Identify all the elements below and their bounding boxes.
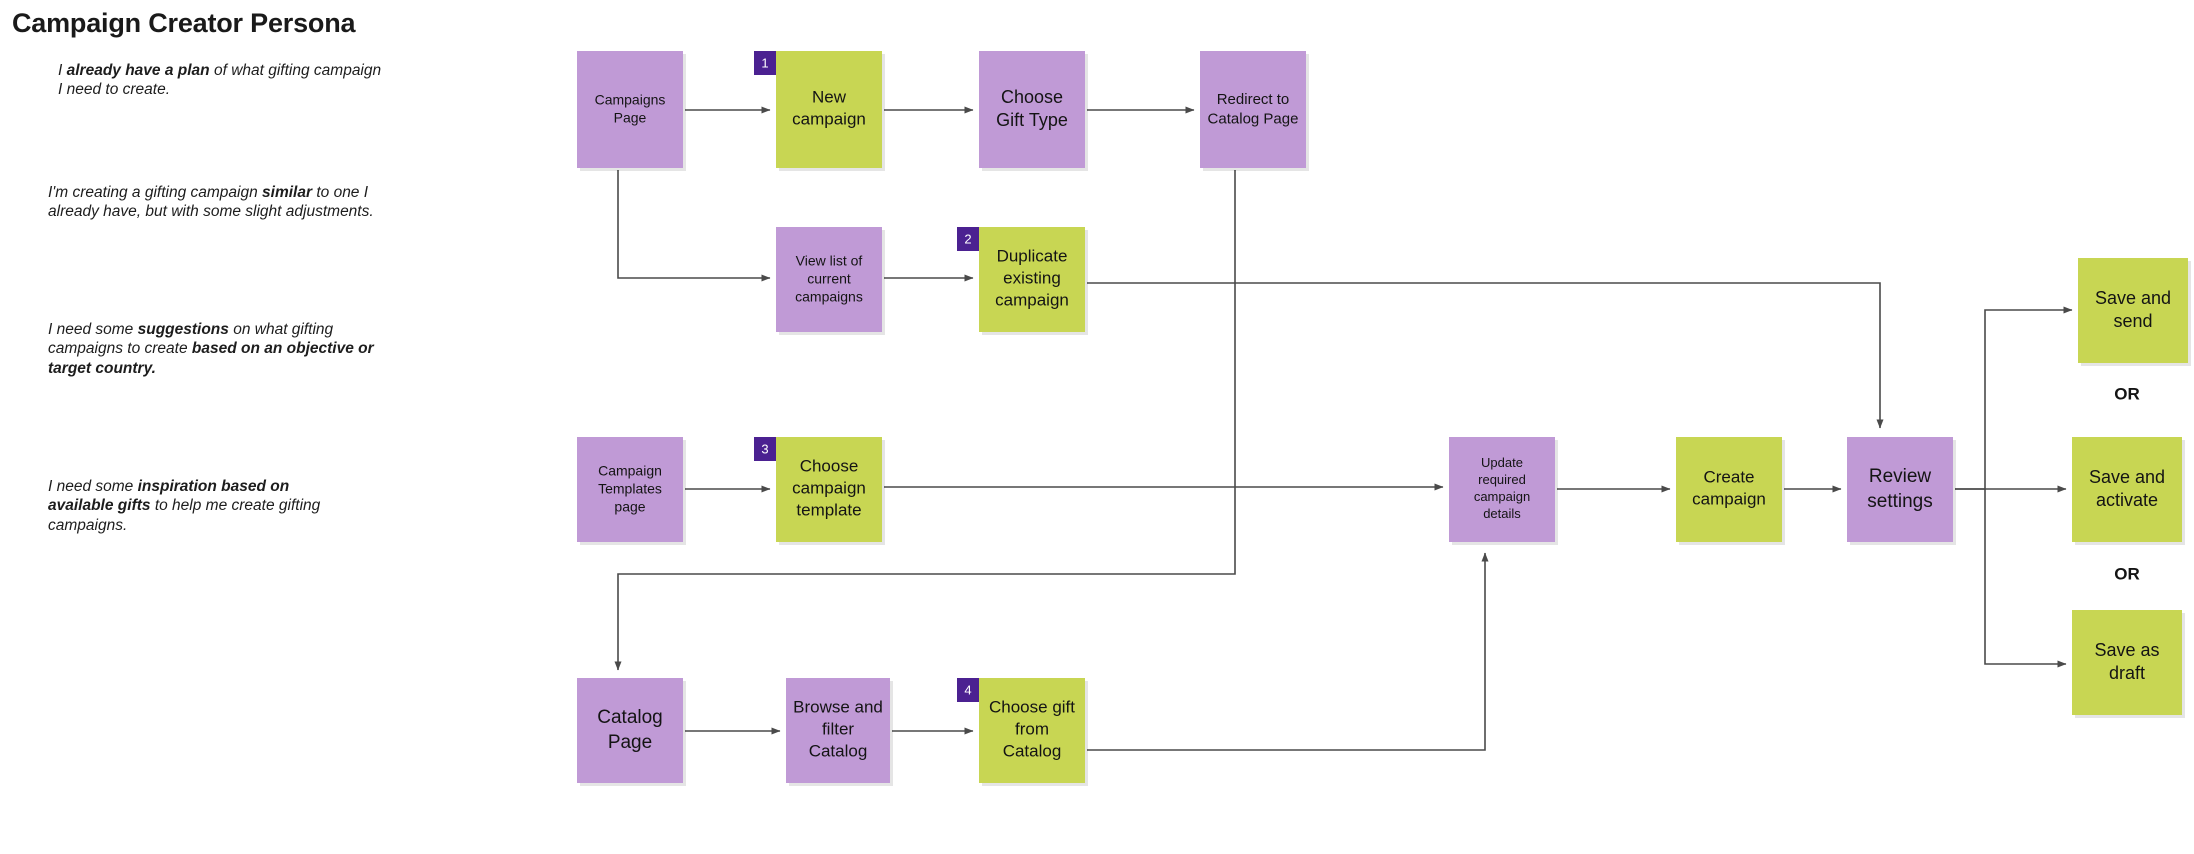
persona-text-run: based on an objective or target country.: [48, 340, 374, 377]
node-body[interactable]: [577, 51, 683, 168]
node-body[interactable]: [776, 437, 882, 542]
conn-review-to-draft: [1984, 489, 2067, 668]
step-badge: [957, 678, 979, 702]
step-badge-number: 3: [761, 441, 768, 456]
conn-review-to-send: [1955, 306, 2073, 490]
conn-redirect-down-to-catalog: [614, 170, 1236, 671]
node-body[interactable]: [786, 678, 890, 783]
node-body[interactable]: [776, 51, 882, 168]
conn-gift-to-update: [1087, 552, 1489, 751]
or-label-1: OR: [2114, 384, 2140, 403]
persona-text-run: suggestions: [137, 321, 229, 338]
node-body[interactable]: [979, 678, 1085, 783]
node-body[interactable]: [776, 227, 882, 332]
persona-statement-2: I'm creating a gifting campaign similar …: [48, 183, 378, 222]
persona-text-run: I need some: [48, 321, 138, 338]
persona-text-run: I'm creating a gifting campaign: [48, 184, 263, 201]
persona-text-run: to help me create gifting campaigns.: [48, 497, 321, 534]
persona-text-run: already have a plan: [66, 62, 210, 79]
or-labels-layer: OR OR: [2114, 384, 2140, 583]
conn-duplicate-to-review: [1087, 282, 1884, 429]
persona-text-run: to one I already have, but with some sli…: [48, 184, 374, 221]
node-body[interactable]: [2072, 610, 2182, 715]
node-body[interactable]: [979, 227, 1085, 332]
persona-statement-4: I need some inspiration based on availab…: [48, 477, 358, 535]
node-body[interactable]: [2078, 258, 2188, 363]
persona-text-run: I: [58, 62, 67, 79]
step-badge: [957, 227, 979, 251]
connectors-layer: [614, 106, 2073, 751]
persona-text-run: of what gifting campaign I need to creat…: [58, 62, 382, 99]
node-body[interactable]: [2072, 437, 2182, 542]
persona-statement-3: I need some suggestions on what gifting …: [48, 320, 408, 378]
persona-text-run: on what gifting campaigns to create: [48, 321, 334, 358]
node-body[interactable]: [1847, 437, 1953, 542]
or-label-2: OR: [2114, 564, 2140, 583]
step-badge-number: 1: [761, 55, 768, 70]
node-body[interactable]: [577, 678, 683, 783]
persona-text-run: similar: [262, 184, 313, 201]
node-body[interactable]: [979, 51, 1085, 168]
step-badge: [754, 437, 776, 461]
node-body[interactable]: [1200, 51, 1306, 168]
node-body[interactable]: [577, 437, 683, 542]
conn-campaigns-down-to-view: [617, 170, 771, 282]
persona-statement-1: I already have a plan of what gifting ca…: [58, 61, 388, 100]
step-badge-number: 2: [964, 231, 971, 246]
persona-text-run: inspiration based on available gifts: [48, 478, 290, 515]
node-body[interactable]: [1449, 437, 1555, 542]
persona-text-run: I need some: [48, 478, 138, 495]
step-badge: [754, 51, 776, 75]
step-badge-number: 4: [964, 682, 971, 697]
node-body[interactable]: [1676, 437, 1782, 542]
page-title: Campaign Creator Persona: [12, 8, 356, 38]
